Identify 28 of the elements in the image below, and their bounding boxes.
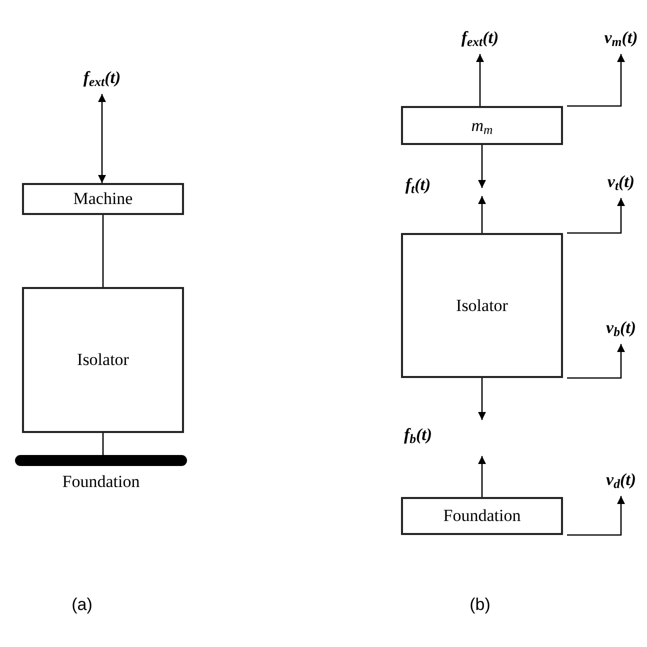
signal-label: f$_{ext}$(t) [60, 62, 144, 94]
block-box: Machine [22, 183, 184, 215]
signal-label: v$_{t}$(t) [598, 166, 644, 198]
arrow [567, 54, 625, 107]
arrow [478, 378, 486, 420]
block-box: Isolator [401, 233, 563, 378]
connector-line [102, 215, 104, 287]
signal-label: f$_{ext}$(t) [440, 22, 520, 54]
signal-label: v$_{d}$(t) [598, 464, 644, 496]
arrow [476, 54, 484, 106]
mass-box: m$_{m}$ [401, 106, 563, 145]
arrow [567, 198, 625, 234]
arrow [478, 196, 486, 233]
force-label: f$_{b}$(t) [402, 424, 434, 448]
signal-label: v$_{m}$(t) [598, 22, 644, 54]
arrow [478, 145, 486, 188]
panel-caption: (b) [468, 594, 492, 616]
foundation-label: Foundation [62, 472, 140, 492]
connector-line [102, 433, 104, 455]
arrow [98, 94, 106, 183]
block-box: Isolator [22, 287, 184, 433]
signal-label: v$_{b}$(t) [598, 312, 644, 344]
panel-caption: (a) [70, 594, 94, 616]
force-label: f$_{t}$(t) [404, 174, 432, 198]
arrow [567, 344, 625, 379]
arrow [478, 456, 486, 497]
arrow [567, 496, 625, 536]
block-box: Foundation [401, 497, 563, 535]
